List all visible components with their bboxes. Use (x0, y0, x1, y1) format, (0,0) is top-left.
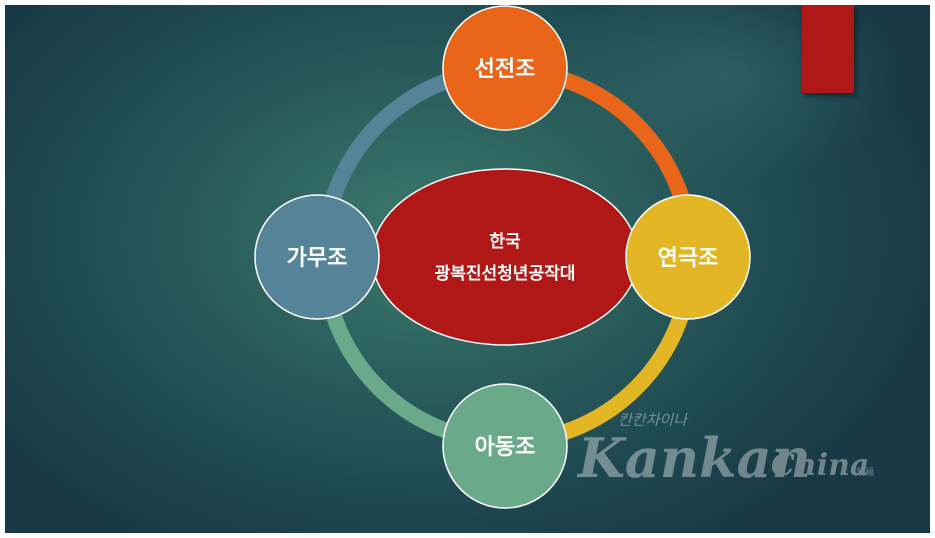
node-bottom-circle (442, 383, 568, 509)
cycle-diagram: 한국 광복진선청년공작대 선전조 연극조 아동조 가무조 (254, 5, 874, 509)
center-label-line1: 한국 (489, 232, 521, 252)
watermark-mark: 紫福 (856, 466, 874, 478)
node-bottom: 아동조 (442, 383, 568, 509)
node-top: 선전조 (442, 5, 568, 131)
node-left: 가무조 (254, 194, 380, 320)
node-right-label: 연극조 (658, 246, 719, 271)
center-label-line2: 광복진선청년공작대 (435, 263, 576, 284)
node-left-circle (254, 194, 380, 320)
kankan-china-watermark: 칸칸차이나 Kankan China 紫福 (576, 411, 874, 490)
red-accent-tab (802, 5, 854, 93)
node-right: 연극조 (625, 194, 751, 320)
node-bottom-label: 아동조 (475, 435, 536, 460)
center-ellipse (371, 168, 639, 346)
watermark-brand-sub: China (771, 448, 869, 483)
node-right-circle (625, 194, 751, 320)
watermark-brand-main: Kankan (576, 426, 811, 490)
watermark-korean: 칸칸차이나 (618, 411, 689, 429)
node-left-label: 가무조 (287, 246, 348, 271)
node-top-circle (442, 5, 568, 131)
node-top-label: 선전조 (475, 57, 536, 82)
slide: 한국 광복진선청년공작대 선전조 연극조 아동조 가무조 (5, 5, 930, 533)
